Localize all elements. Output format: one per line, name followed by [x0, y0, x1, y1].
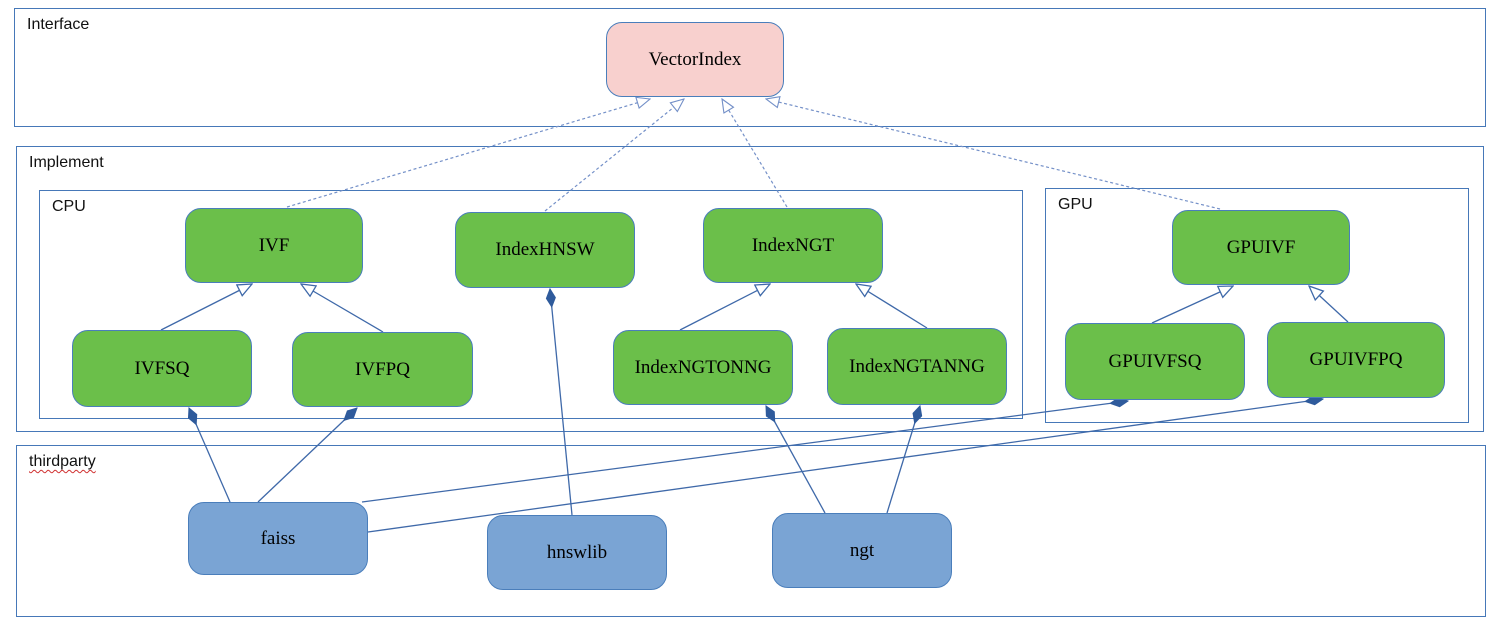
container-thirdparty-label: thirdparty: [29, 453, 96, 470]
edge-composition-faiss-gpuivfsq[interactable]: [361, 401, 1128, 503]
node-ngt[interactable]: ngt: [772, 513, 952, 588]
node-faiss[interactable]: faiss: [188, 502, 368, 575]
edge-composition-faiss-gpuivfpq[interactable]: [367, 399, 1323, 533]
node-gpuivfpq[interactable]: GPUIVFPQ: [1267, 322, 1445, 398]
edge-composition-ngt-indexngtanng[interactable]: [886, 406, 920, 514]
node-indexngtanng-label: IndexNGTANNG: [849, 355, 985, 377]
edge-inheritance-ivfpq-ivf[interactable]: [301, 284, 384, 333]
edge-composition-hnswlib-indexhnsw[interactable]: [550, 289, 573, 516]
node-indexngtanng[interactable]: IndexNGTANNG: [827, 328, 1007, 405]
edge-inheritance-indexngtonng-indexngt[interactable]: [679, 284, 770, 331]
node-vectorindex[interactable]: VectorIndex: [606, 22, 784, 97]
container-cpu[interactable]: CPU: [39, 190, 1023, 419]
container-gpu[interactable]: GPU: [1045, 188, 1469, 423]
container-cpu-label: CPU: [52, 198, 86, 215]
edge-inheritance-ivfsq-ivf[interactable]: [160, 284, 252, 331]
node-gpuivfpq-label: GPUIVFPQ: [1309, 349, 1403, 370]
node-ivfsq-label: IVFSQ: [134, 357, 190, 379]
node-vectorindex-label: VectorIndex: [648, 48, 742, 70]
edge-realization-gpuivf-vectorindex[interactable]: [766, 99, 1221, 210]
node-hnswlib[interactable]: hnswlib: [487, 515, 667, 590]
container-gpu-label: GPU: [1058, 196, 1093, 213]
edge-inheritance-gpuivfpq-gpuivf[interactable]: [1309, 286, 1349, 323]
edge-realization-indexngt-vectorindex[interactable]: [722, 99, 788, 208]
node-indexngtonng[interactable]: IndexNGTONNG: [613, 330, 793, 405]
node-gpuivf[interactable]: GPUIVF: [1172, 210, 1350, 285]
node-hnswlib-label: hnswlib: [546, 541, 608, 563]
node-ivfsq[interactable]: IVFSQ: [72, 330, 252, 407]
node-indexhnsw[interactable]: IndexHNSW: [455, 212, 635, 288]
node-gpuivfsq-label: GPUIVFSQ: [1108, 350, 1202, 372]
node-indexhnsw-label: IndexHNSW: [495, 239, 595, 260]
edge-inheritance-gpuivfsq-gpuivf[interactable]: [1151, 286, 1233, 324]
node-ivf[interactable]: IVF: [185, 208, 363, 283]
edge-composition-faiss-ivfsq[interactable]: [189, 408, 231, 503]
edge-composition-faiss-ivfpq[interactable]: [257, 408, 357, 503]
container-implement[interactable]: Implement: [16, 146, 1484, 432]
container-interface-label: Interface: [27, 16, 90, 33]
node-ivfpq-label: IVFPQ: [355, 358, 410, 380]
container-implement-label: Implement: [29, 154, 104, 171]
container-thirdparty[interactable]: thirdparty: [16, 445, 1486, 617]
edge-realization-ivf-vectorindex[interactable]: [286, 99, 650, 208]
edge-inheritance-indexngtanng-indexngt[interactable]: [856, 284, 928, 329]
node-indexngt[interactable]: IndexNGT: [703, 208, 883, 283]
node-faiss-label: faiss: [260, 527, 296, 549]
edge-realization-indexhnsw-vectorindex[interactable]: [544, 99, 684, 212]
node-indexngtonng-label: IndexNGTONNG: [634, 356, 772, 378]
node-ivfpq[interactable]: IVFPQ: [292, 332, 473, 407]
node-gpuivfsq[interactable]: GPUIVFSQ: [1065, 323, 1245, 400]
node-ngt-label: ngt: [849, 539, 875, 561]
edge-composition-ngt-indexngtonng[interactable]: [765, 406, 826, 514]
node-indexngt-label: IndexNGT: [751, 234, 835, 256]
container-interface[interactable]: Interface: [14, 8, 1486, 127]
node-gpuivf-label: GPUIVF: [1226, 236, 1296, 258]
node-ivf-label: IVF: [258, 234, 290, 256]
